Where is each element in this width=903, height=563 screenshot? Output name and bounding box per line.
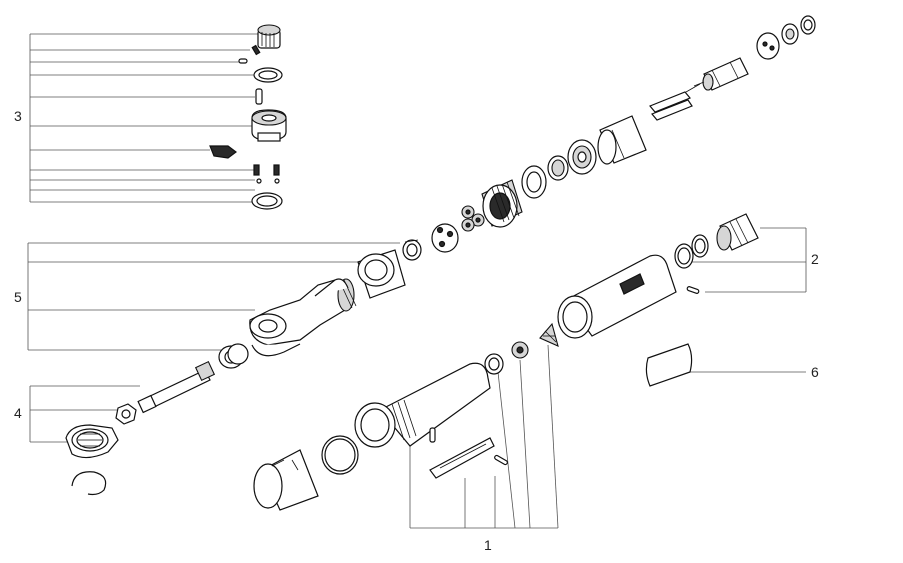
- sleeve-part: [402, 239, 422, 261]
- ratchet-head-part: [249, 278, 357, 357]
- washer-mid-part: [521, 165, 547, 199]
- valve-body-part: [716, 213, 759, 251]
- small-spring-part: [251, 44, 261, 56]
- cylinder-part: [597, 115, 647, 165]
- group-6-parts: [645, 343, 693, 387]
- rotor-vanes-part: [649, 83, 701, 121]
- trigger-lever-part: [429, 437, 495, 479]
- leader-group-4: [29, 385, 140, 443]
- callout-4: 4: [14, 405, 22, 421]
- planet-gears-part: [461, 205, 485, 232]
- o-ring-1-part: [691, 234, 709, 258]
- lower-chain-parts: [253, 254, 677, 511]
- bushing-part: [218, 343, 249, 369]
- callout-labels: 3 5 4 2 6 1: [14, 108, 819, 553]
- washer-bottom-part: [251, 192, 283, 210]
- callout-2: 2: [811, 251, 819, 267]
- ring-spanner-part: [65, 424, 119, 459]
- washer-top-part: [253, 67, 283, 83]
- drive-shaft-part: [137, 360, 216, 414]
- lock-nut-part: [357, 249, 406, 299]
- retaining-clip-part: [71, 471, 107, 496]
- main-housing-part: [354, 362, 491, 448]
- ring-gear-part: [481, 179, 523, 228]
- leader-group-5: [27, 242, 400, 351]
- lever-pin-part: [429, 427, 436, 443]
- label-sleeve-part: [645, 343, 693, 387]
- rear-plate-part: [756, 32, 780, 60]
- leader-group-3: [29, 33, 258, 203]
- leader-lines: [27, 33, 807, 529]
- group-2-parts: [674, 213, 759, 294]
- springs-part: [253, 164, 280, 176]
- knob-part: [257, 24, 281, 49]
- callout-1: 1: [484, 537, 492, 553]
- o-ring-2-part: [674, 243, 694, 269]
- dowel-pin-part: [255, 88, 263, 105]
- valve-pin-part: [686, 286, 700, 294]
- washer-lower-part: [484, 353, 504, 375]
- leader-group-2: [692, 227, 807, 293]
- rear-bearing-part: [781, 23, 799, 45]
- callout-3: 3: [14, 108, 22, 124]
- nut-small-part: [115, 403, 137, 425]
- end-plate-part: [567, 139, 597, 175]
- ratchet-gear-part: [251, 109, 287, 142]
- planet-carrier-part: [431, 223, 459, 253]
- group-4-parts: [65, 360, 216, 496]
- group-3-parts: [209, 24, 287, 210]
- o-ring-large-part: [321, 435, 359, 475]
- trigger-pin-part: [494, 454, 508, 466]
- rotor-part: [693, 57, 749, 91]
- small-pin-part: [238, 58, 248, 64]
- rear-housing-part: [557, 254, 677, 339]
- balls-part: [256, 178, 280, 184]
- upper-chain-parts: [431, 15, 816, 253]
- pawl-part: [209, 145, 237, 159]
- leader-group-1: [409, 344, 559, 529]
- group-5-parts: [218, 239, 422, 369]
- throttle-gear-part: [511, 341, 529, 359]
- rear-washer-part: [800, 15, 816, 35]
- callout-6: 6: [811, 364, 819, 380]
- front-grip-part: [253, 449, 319, 511]
- callout-5: 5: [14, 289, 22, 305]
- filter-cone-part: [539, 322, 559, 347]
- bearing-part: [547, 155, 569, 181]
